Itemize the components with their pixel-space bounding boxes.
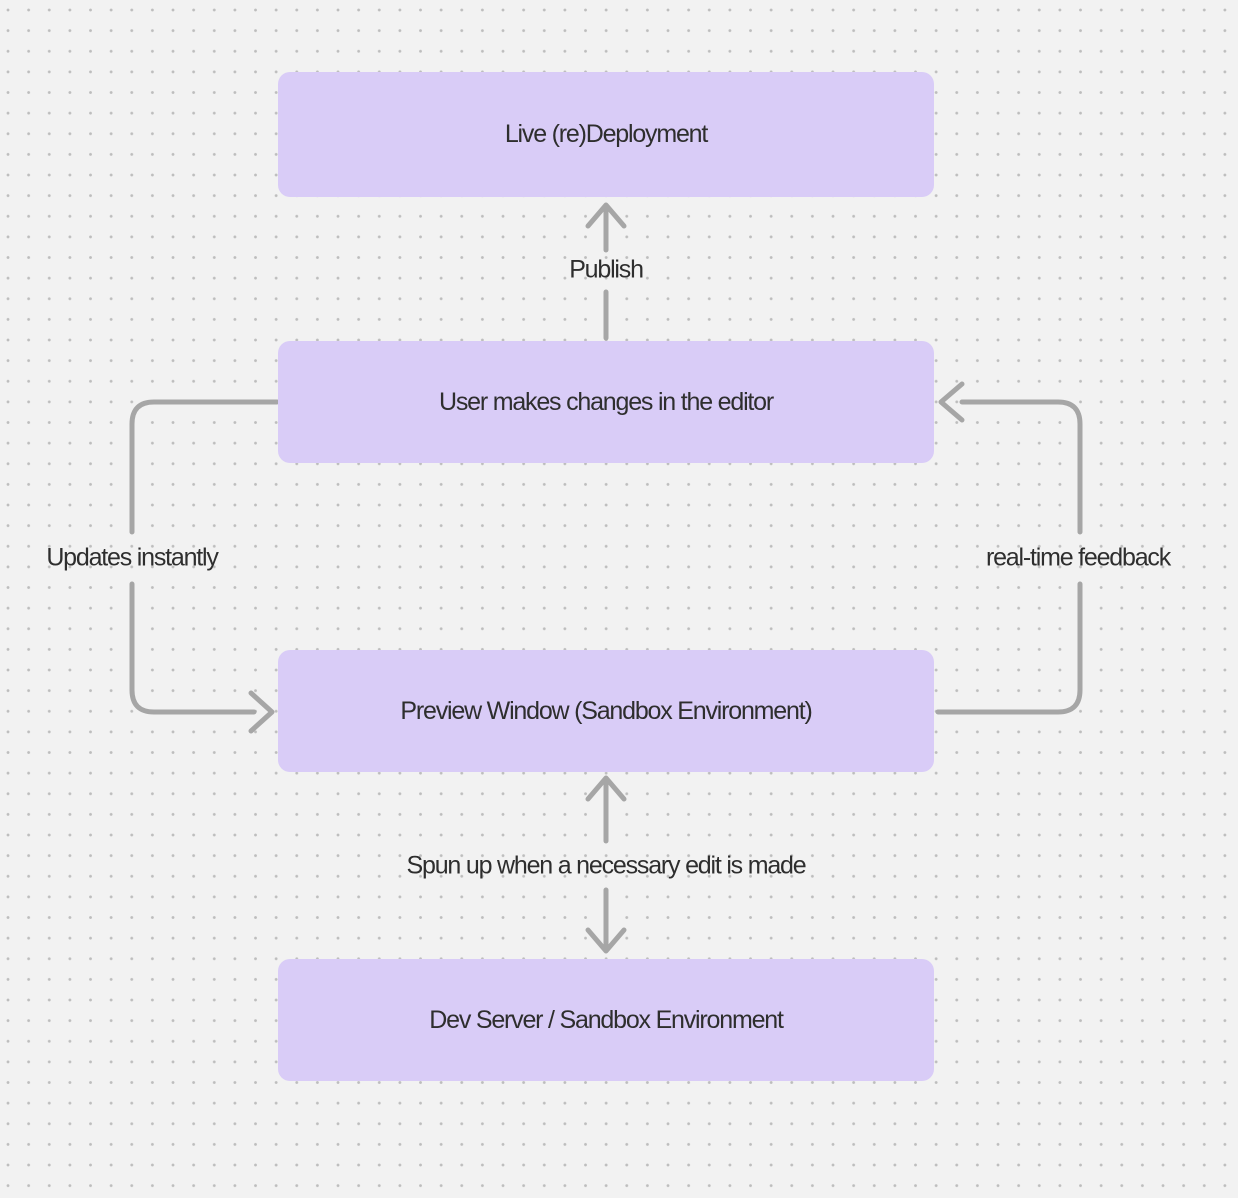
node-dev-server[interactable]: Dev Server / Sandbox Environment (278, 959, 934, 1081)
node-preview-window[interactable]: Preview Window (Sandbox Environment) (278, 650, 934, 772)
edge-label-updates-instantly: Updates instantly (46, 543, 219, 572)
node-label: Live (re)Deployment (504, 120, 708, 148)
edge-label-spun-up: Spun up when a necessary edit is made (406, 851, 807, 880)
node-label: Preview Window (Sandbox Environment) (400, 696, 812, 725)
node-editor-changes[interactable]: User makes changes in the editor (278, 341, 934, 463)
node-label: User makes changes in the editor (438, 387, 774, 416)
node-live-redeployment[interactable]: Live (re)Deployment (278, 72, 934, 197)
publish-arrow-head-icon (585, 202, 627, 229)
updates-edge-lower (129, 581, 257, 715)
feedback-edge-lower (935, 581, 1083, 715)
updates-edge-upper (129, 399, 280, 535)
feedback-arrow-head-icon (938, 381, 965, 423)
edge-label-realtime-feedback: real-time feedback (985, 543, 1171, 572)
node-label: Dev Server / Sandbox Environment (429, 1005, 784, 1034)
edge-label-publish: Publish (569, 255, 644, 284)
updates-arrow-head-icon (248, 690, 275, 734)
feedback-edge-upper (959, 399, 1083, 535)
spunup-down-arrow-head-icon (585, 927, 627, 954)
spunup-up-arrow-head-icon (585, 775, 627, 802)
